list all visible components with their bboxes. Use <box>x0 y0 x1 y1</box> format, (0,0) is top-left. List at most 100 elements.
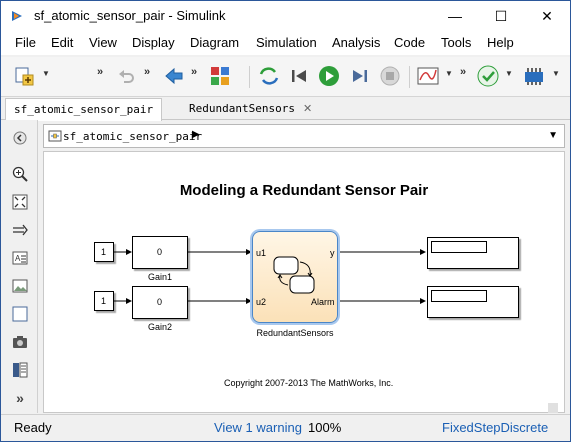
scope-button[interactable] <box>415 64 441 88</box>
run-button[interactable] <box>316 64 342 88</box>
library-browser-icon <box>211 67 229 85</box>
undo-icon <box>119 70 134 83</box>
back-button[interactable] <box>162 64 186 88</box>
constant2-block[interactable]: 1 <box>94 291 114 311</box>
menu-help[interactable]: Help <box>487 35 514 50</box>
undo-button[interactable] <box>114 64 138 88</box>
close-window-button[interactable]: ✕ <box>541 7 553 24</box>
stop-icon <box>380 66 400 86</box>
view-warnings-link[interactable]: View 1 warning <box>214 420 302 435</box>
model-icon <box>48 130 62 142</box>
tab-redundant-sensors[interactable]: RedundantSensors ✕ <box>181 98 320 120</box>
minimize-button[interactable]: — <box>448 8 462 24</box>
more-tools-button[interactable]: » <box>16 390 24 406</box>
new-model-dropdown-icon[interactable]: ▼ <box>42 69 50 78</box>
tab-label: RedundantSensors <box>189 102 295 115</box>
image-icon <box>12 279 28 293</box>
new-model-icon <box>15 67 34 86</box>
model-advisor-button[interactable] <box>475 64 501 88</box>
title-bar: sf_atomic_sensor_pair - Simulink — ☐ ✕ <box>1 1 570 31</box>
area-button[interactable] <box>10 304 30 324</box>
display1-block[interactable] <box>427 237 519 269</box>
build-button[interactable] <box>521 64 547 88</box>
text-annotation-icon: A <box>12 251 28 265</box>
model-browser-icon <box>13 362 28 378</box>
new-model-button[interactable] <box>11 64 37 88</box>
tab-close-icon[interactable]: ✕ <box>302 103 313 115</box>
advisor-dropdown-icon[interactable]: ▼ <box>505 69 513 78</box>
fit-to-view-button[interactable] <box>10 192 30 212</box>
display1-readout <box>431 241 487 253</box>
canvas-resize-grip[interactable] <box>548 403 558 413</box>
library-browser-button[interactable] <box>207 64 233 88</box>
menu-code[interactable]: Code <box>394 35 426 50</box>
overflow-chevron-icon[interactable]: » <box>191 66 197 78</box>
constant1-block[interactable]: 1 <box>94 242 114 262</box>
redundant-sensors-chart[interactable]: u1 u2 y Alarm <box>252 231 338 323</box>
step-back-icon <box>292 70 306 82</box>
gain1-value: 0 <box>157 247 163 257</box>
scope-dropdown-icon[interactable]: ▼ <box>445 69 453 78</box>
stop-button[interactable] <box>378 64 402 88</box>
simulink-logo-icon <box>12 11 22 21</box>
toolbar-separator <box>409 66 410 88</box>
overflow-chevron-icon[interactable]: » <box>460 66 466 78</box>
tab-sf-atomic-sensor-pair[interactable]: sf_atomic_sensor_pair <box>5 98 163 121</box>
gain1-block[interactable]: 0 <box>132 236 188 269</box>
step-back-button[interactable] <box>287 64 311 88</box>
model-browser-button[interactable] <box>10 360 30 380</box>
update-diagram-button[interactable] <box>256 64 282 88</box>
address-bar[interactable]: sf_atomic_sensor_pair ▶ ▼ <box>43 124 565 148</box>
port-u2-label: u2 <box>256 297 267 307</box>
tab-label: sf_atomic_sensor_pair <box>14 103 154 116</box>
copyright-annotation[interactable]: Copyright 2007-2013 The MathWorks, Inc. <box>224 378 394 388</box>
snapshot-button[interactable] <box>10 332 30 352</box>
overflow-chevron-icon[interactable]: » <box>97 66 103 78</box>
model-title-annotation[interactable]: Modeling a Redundant Sensor Pair <box>179 182 429 199</box>
breadcrumb-arrow-icon[interactable]: ▶ <box>192 129 200 140</box>
scope-icon <box>417 67 439 85</box>
stateflow-chart-icon <box>273 256 315 294</box>
address-path[interactable]: sf_atomic_sensor_pair <box>63 130 203 143</box>
text-annotation-button[interactable]: A <box>10 248 30 268</box>
back-arrow-icon <box>165 67 183 85</box>
menu-display[interactable]: Display <box>132 35 175 50</box>
signal-arrow-button[interactable] <box>10 220 30 240</box>
display2-readout <box>431 290 487 302</box>
build-dropdown-icon[interactable]: ▼ <box>552 69 560 78</box>
gain2-block[interactable]: 0 <box>132 286 188 319</box>
menu-view[interactable]: View <box>89 35 117 50</box>
image-button[interactable] <box>10 276 30 296</box>
menu-analysis[interactable]: Analysis <box>332 35 381 50</box>
port-y-label: y <box>330 248 335 258</box>
chart-label[interactable]: RedundantSensors <box>256 328 334 338</box>
update-diagram-icon <box>259 67 279 85</box>
menu-tools[interactable]: Tools <box>441 35 472 50</box>
hide-explorer-button[interactable] <box>10 128 30 148</box>
solver-link[interactable]: FixedStepDiscrete <box>442 420 549 435</box>
status-bar: Ready View 1 warning 100% FixedStepDiscr… <box>1 414 570 441</box>
area-icon <box>12 306 28 322</box>
zoom-button[interactable] <box>10 164 30 184</box>
svg-text:A: A <box>15 254 21 263</box>
menu-file[interactable]: File <box>15 35 36 50</box>
display2-block[interactable] <box>427 286 519 318</box>
menu-diagram[interactable]: Diagram <box>190 35 240 50</box>
toolbar: ▼ » » » <box>1 57 570 97</box>
address-dropdown-icon[interactable]: ▼ <box>548 130 558 141</box>
maximize-button[interactable]: ☐ <box>494 7 508 24</box>
gain2-value: 0 <box>157 297 163 307</box>
gain2-label[interactable]: Gain2 <box>147 322 173 332</box>
menu-edit[interactable]: Edit <box>51 35 74 50</box>
port-alarm-label: Alarm <box>311 297 335 307</box>
run-icon <box>319 66 339 86</box>
port-u1-label: u1 <box>256 248 267 258</box>
hide-explorer-icon <box>13 131 27 145</box>
menu-simulation[interactable]: Simulation <box>256 35 317 50</box>
step-forward-button[interactable] <box>348 64 372 88</box>
fit-to-view-icon <box>12 194 28 210</box>
check-icon <box>477 65 499 87</box>
model-canvas[interactable]: Modeling a Redundant Sensor Pair 1 1 0 G… <box>43 151 565 413</box>
overflow-chevron-icon[interactable]: » <box>144 66 150 78</box>
gain1-label[interactable]: Gain1 <box>147 272 173 282</box>
